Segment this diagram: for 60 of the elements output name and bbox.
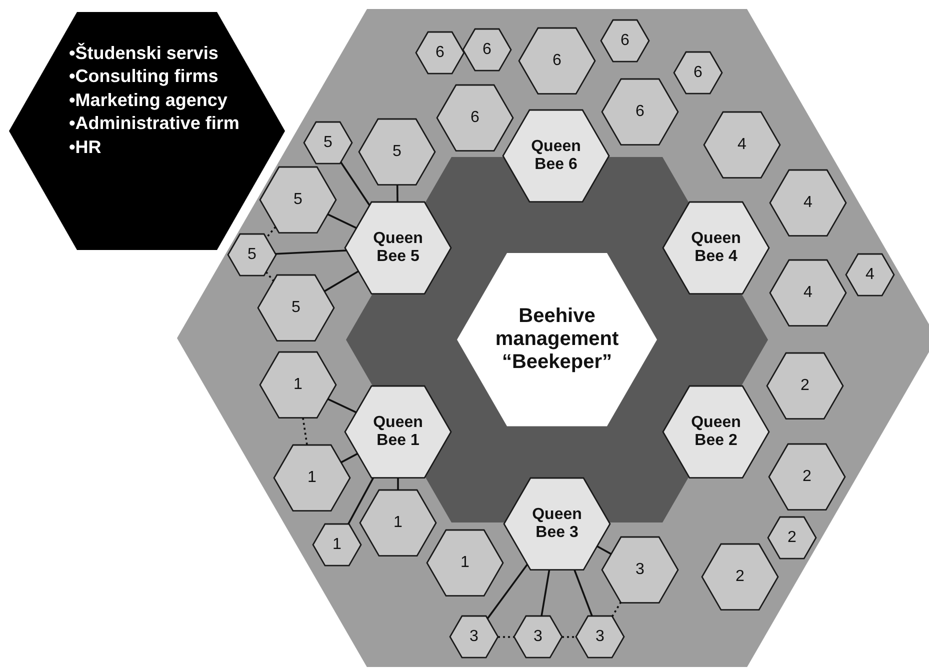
hexagon-label: 6 [436,44,444,62]
hexagon-label: 5 [248,246,256,264]
dotted-connector-line [562,636,576,638]
hexagon-label: 3 [596,628,604,646]
list-item: •Študenski servis [69,42,220,65]
hexagon-label: 1 [394,514,402,532]
dotted-connector-line [611,602,622,618]
hexagon-label: 6 [694,64,702,82]
connector-line [275,250,346,255]
connector-line [540,570,550,616]
hexagon-label: 2 [788,528,796,548]
hexagon-label: Queen Bee 6 [530,138,582,174]
hexagon-label: Beehive management “Beekeper” [494,305,620,374]
hexagon-label: 1 [332,536,342,554]
hexagon-label: 2 [736,568,744,586]
hexagon-label: 5 [294,190,302,210]
list-item: •Administrative firm [69,112,240,136]
dotted-connector-line [302,418,308,446]
connector-line [574,570,593,617]
hexagon-label: 4 [866,266,874,284]
hexagon-label: Queen Bee 2 [690,414,742,450]
hexagon-label: 5 [324,134,332,152]
connector-line [347,477,374,525]
connector-line [486,564,528,620]
connector-line [340,452,358,464]
hexagon-label: Queen Bee 3 [531,506,583,542]
hexagon-label: Queen Bee 1 [372,414,424,450]
hexagon-label: 6 [482,40,492,60]
list-item: •Consulting firms [69,65,220,88]
hexagon-label: 6 [620,32,630,50]
hexagon-label: 2 [800,376,810,396]
hexagon-label: 5 [292,298,300,318]
hexagon-label: 5 [392,142,402,162]
hexagon-label: 6 [552,52,562,70]
connector-line [328,398,357,414]
connector-line [596,545,612,555]
dotted-connector-line [498,636,514,638]
hexagon-label: Queen Bee 4 [690,230,742,266]
connector-line [397,478,399,490]
connector-line [327,213,357,229]
hexagon-label: 3 [636,560,644,580]
connector-line [396,184,398,202]
hexagon-label: 2 [802,468,812,486]
list-item: •HR [69,136,102,159]
hexagon-label: 1 [294,376,302,394]
hexagon-label: 3 [470,628,478,646]
hexagon-label: Queen Bee 5 [372,230,424,266]
hexagon-label: 4 [804,284,812,302]
hexagon-label: 6 [636,102,644,122]
hexagon-label: 1 [308,468,316,488]
hexagon-label: 1 [460,554,470,572]
list-item: •Marketing agency [69,88,228,112]
dotted-connector-line [266,226,276,239]
hexagon-label: 4 [804,194,812,212]
connector-line [324,270,359,292]
hexagon-label: 6 [470,108,480,128]
hexagon-label: 4 [738,136,746,154]
hexagon-label: 3 [534,628,542,646]
dotted-connector-line [265,271,274,282]
connector-line [340,162,370,206]
